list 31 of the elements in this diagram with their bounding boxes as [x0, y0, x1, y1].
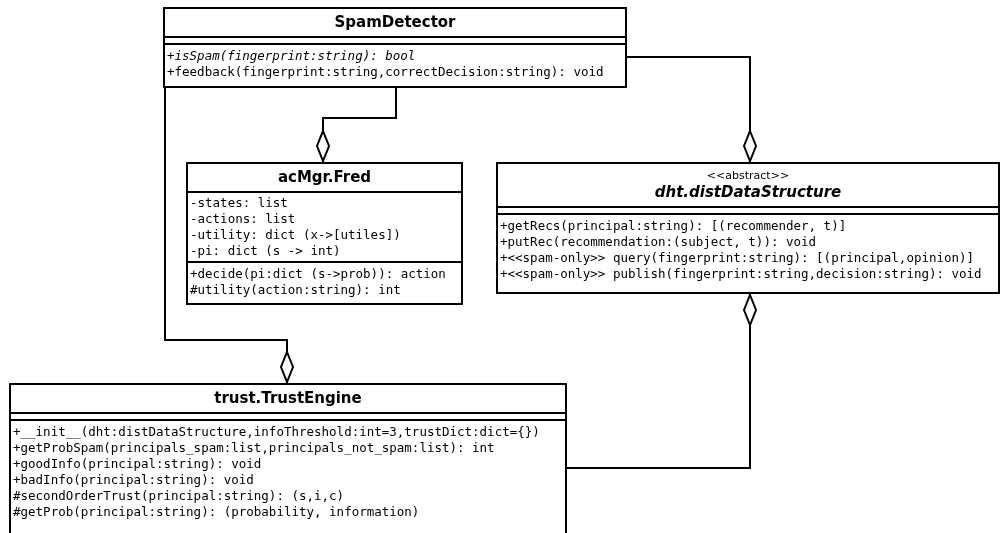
method-text: +getProbSpam(principals_spam:list,principals_not_spam:list): int — [12, 440, 496, 456]
method-text: +goodInfo(principal:string): void — [12, 456, 263, 472]
method-text: +isSpam(fingerprint:string): bool — [166, 48, 417, 64]
attribute-text: -utility: dict (x->[utiles]) — [189, 227, 402, 243]
method-text: #getProb(principal:string): (probability, information) — [12, 504, 421, 520]
stereotype-label: <<abstract>> — [706, 168, 790, 183]
class-box — [496, 162, 1000, 294]
method-text: +feedback(fingerprint:string,correctDecision:string): void — [166, 64, 605, 80]
class-name: acMgr.Fred — [277, 168, 372, 187]
aggregation-connector — [316, 87, 397, 163]
method-text: #utility(action:string): int — [189, 282, 402, 298]
aggregation-connector — [566, 293, 757, 469]
class-name: dht.distDataStructure — [654, 182, 842, 202]
class-box — [186, 162, 463, 305]
method-text: +<<spam-only>> query(fingerprint:string): [(principal,opinion)] — [499, 250, 976, 266]
aggregation-connector — [164, 87, 294, 384]
attribute-text: -pi: dict (s -> int) — [189, 243, 342, 259]
attribute-text: -actions: list — [189, 211, 297, 227]
class-name: SpamDetector — [334, 13, 456, 32]
class-name: trust.TrustEngine — [214, 389, 362, 408]
method-text: +getRecs(principal:string): [(recommender, t)] — [499, 218, 848, 234]
method-text: +putRec(recommendation:(subject, t)): void — [499, 234, 818, 250]
method-text: +__init__(dht:distDataStructure,infoThreshold:int=3,trustDict:dict={}) — [12, 424, 541, 440]
aggregation-connector — [626, 56, 757, 163]
method-text: +<<spam-only>> publish(fingerprint:string,decision:string): void — [499, 266, 983, 282]
method-text: #secondOrderTrust(principal:string): (s,i,c) — [12, 488, 346, 504]
method-text: +badInfo(principal:string): void — [12, 472, 255, 488]
method-text: +decide(pi:dict (s->prob)): action — [189, 266, 447, 282]
class-box — [163, 7, 627, 88]
attribute-text: -states: list — [189, 195, 289, 211]
class-box — [9, 383, 567, 533]
